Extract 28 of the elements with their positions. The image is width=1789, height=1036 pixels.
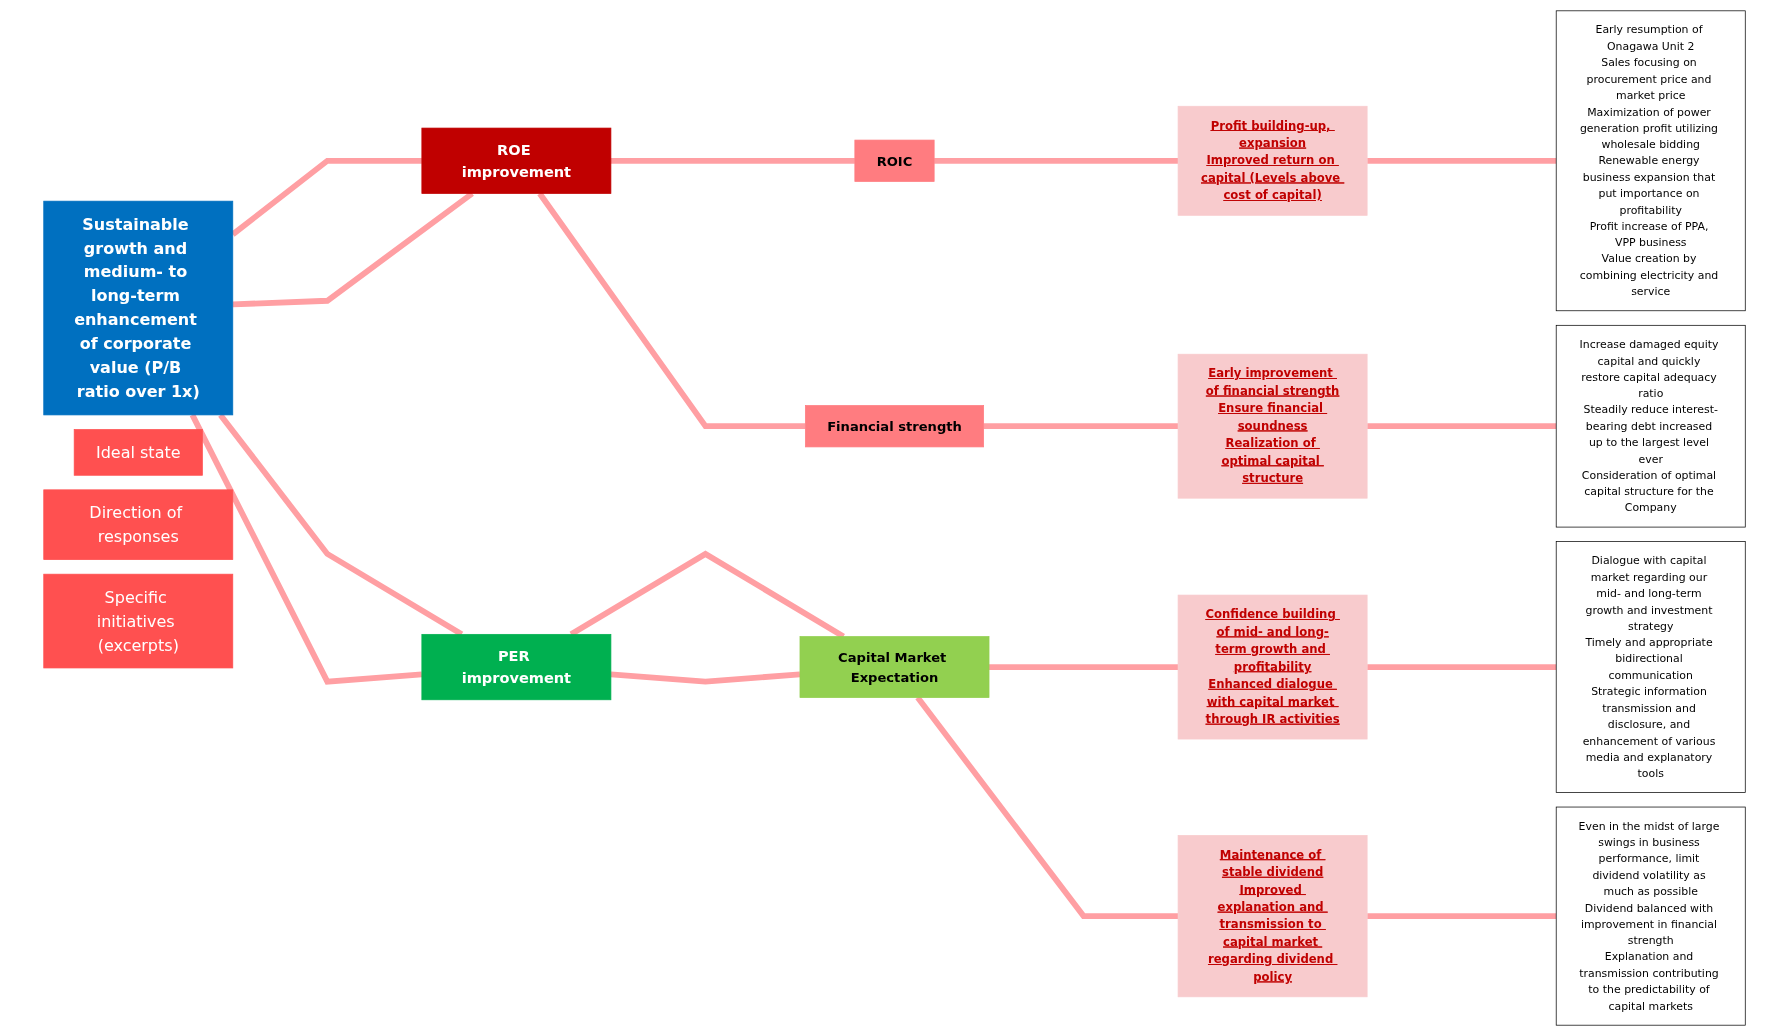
node-box: Financial strength bbox=[805, 405, 984, 448]
connector bbox=[983, 423, 1179, 430]
node-box: Even in the midst of large swings in business performance, limit dividend volatility as much as possible Dividend balanced with improvement in financial strength Explanation and transmission contributing to the predictability of capital markets bbox=[1555, 806, 1746, 1026]
connector bbox=[1367, 664, 1557, 670]
node-box: Dialogue with capital market regarding our mid- and long-term growth and investment strategy Timely and appropriate bidirectional communication Strategic information transmission and disclosure, and enhancement of various media and explanatory tools bbox=[1555, 541, 1746, 793]
node-box: Specific initiatives (excerpts) bbox=[43, 573, 234, 669]
node-box: Ideal state bbox=[73, 429, 203, 476]
node-box: Early resumption of Onagawa Unit 2 Sales focusing on procurement price and market price Maximization of power generation profit utilizing wholesale bidding Renewable energy business expansion that put importance on profitability Profit increase of PPA, VPP business Value creation by combining electricity and service bbox=[1555, 10, 1746, 312]
node-box: Confidence building of mid- and long-term growth and profitability Enhanced dialogue with capital market through IR activities bbox=[1177, 594, 1368, 740]
connector bbox=[231, 157, 422, 237]
node-box: Sustainable growth and medium- to long-term enhancement of corporate value (P/B ratio over 1x) bbox=[43, 200, 234, 416]
node-box: ROE improvement bbox=[421, 127, 612, 194]
connector bbox=[610, 157, 855, 164]
connector bbox=[189, 413, 423, 685]
connector bbox=[989, 664, 1179, 670]
node-box: Profit building-up, expansion Improved return on capital (Levels above cost of capital) bbox=[1177, 105, 1368, 216]
node-box: Maintenance of stable dividend Improved explanation and transmission to capital market regarding dividend policy bbox=[1177, 835, 1368, 998]
node-box: Capital Market Expectation bbox=[799, 636, 990, 698]
node-box: ROIC bbox=[854, 139, 935, 182]
connector bbox=[1367, 913, 1557, 919]
connector bbox=[1367, 157, 1557, 164]
connector bbox=[934, 157, 1179, 164]
node-box: Direction of responses bbox=[43, 489, 234, 560]
node-box: Early improvement of financial strength Ensure financial soundness Realization of optimal capital structure bbox=[1177, 353, 1368, 499]
node-box: PER improvement bbox=[421, 633, 612, 701]
connector bbox=[610, 671, 801, 685]
node-box: Increase damaged equity capital and quickly restore capital adequacy ratio Steadily reduce interest-bearing debt increased up to the largest level ever Consideration of optimal capital structure for the Company bbox=[1555, 324, 1746, 528]
connector bbox=[1367, 423, 1557, 430]
